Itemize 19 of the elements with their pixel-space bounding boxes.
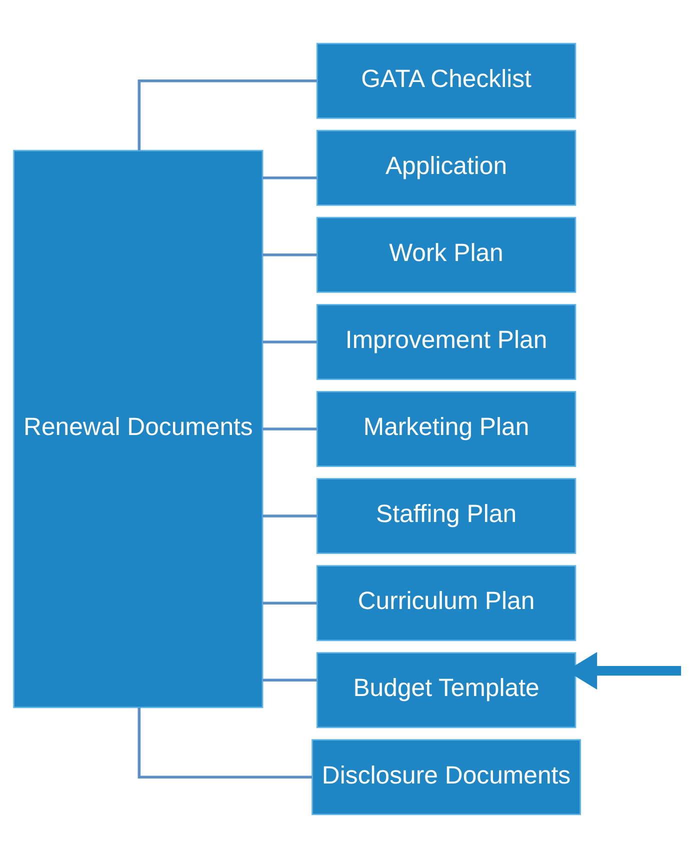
- connector: [262, 428, 317, 430]
- node-box: Improvement Plan: [316, 304, 576, 380]
- connector: [262, 602, 317, 604]
- connector: [262, 514, 317, 518]
- node-box: Application: [316, 130, 576, 206]
- node-box: Work Plan: [316, 216, 576, 293]
- connector: [262, 340, 317, 344]
- connector: [138, 708, 312, 779]
- node-box: Marketing Plan: [316, 391, 576, 467]
- node-box: Disclosure Documents: [312, 739, 581, 816]
- node-box: Budget Template: [316, 652, 576, 728]
- node-box: Curriculum Plan: [316, 565, 576, 642]
- connector: [262, 678, 317, 682]
- connector: [262, 176, 317, 180]
- connector: [262, 254, 317, 256]
- node-box: GATA Checklist: [316, 42, 576, 119]
- connector: [138, 79, 317, 150]
- node-box: Staffing Plan: [316, 478, 576, 554]
- node-box: Renewal Documents: [13, 150, 264, 708]
